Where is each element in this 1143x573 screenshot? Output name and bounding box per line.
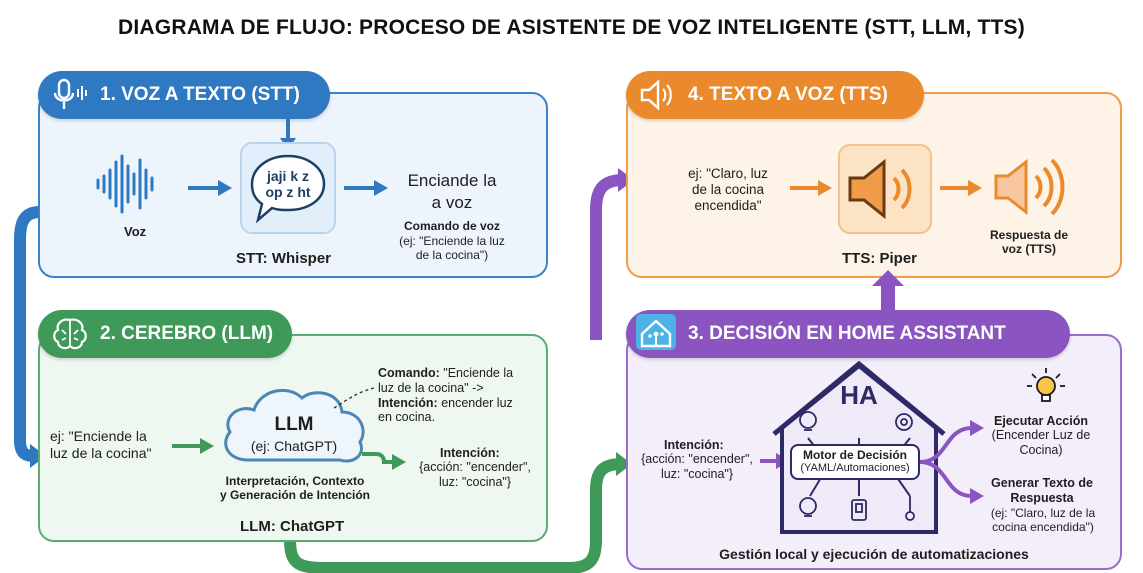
llm-input-line-2: luz de la cocina" (50, 444, 152, 461)
tts-input-line-2: de la cocina (691, 181, 765, 197)
bulb-lit-icon (1027, 368, 1065, 402)
arrow-voice-to-whisper (188, 180, 232, 196)
action-text: (Encender Luz de Cocina) (980, 428, 1102, 458)
cloud-subtitle: (ej: ChatGPT) (250, 438, 338, 454)
stt-output-line-2: a voz (431, 193, 473, 213)
switch-icon (851, 499, 867, 521)
bulb-small-icon (799, 411, 817, 431)
llm-output-title: Intención: (440, 446, 500, 460)
llm-process-line-1: Interpretación, Contexto (225, 474, 365, 488)
llm-output-json: {acción: "encender", luz: "cocina"} (410, 460, 540, 490)
response-title-line-2: Respuesta (1010, 490, 1074, 505)
tts-output-line-1: Respuesta de (989, 228, 1069, 242)
arrow-text-to-piper (790, 180, 832, 196)
piper-speaker-icon (848, 158, 912, 220)
arrow-piper-to-output (940, 180, 982, 196)
tts-header: 4. TEXTO A VOZ (TTS) (626, 71, 924, 119)
intent-text: encender luz (437, 395, 513, 410)
intent-title: Intención: (378, 395, 438, 410)
llm-process-label: Interpretación, Contexto y Generación de… (200, 474, 390, 502)
response-text: (ej: "Claro, luz de la cocina encendida"… (978, 506, 1108, 534)
bulb-bottom-icon (799, 497, 817, 517)
stt-header: 1. VOZ A TEXTO (STT) (38, 71, 330, 119)
microphone-icon (53, 78, 87, 109)
llm-engine-label: LLM: ChatGPT (240, 518, 345, 535)
arrow-llm-to-intent (362, 452, 406, 470)
arrow-ha-to-tts (872, 270, 904, 316)
ha-input-title: Intención: (664, 438, 724, 452)
home-assistant-icon (636, 314, 676, 350)
response-title-line-1: Generar Texto de (991, 476, 1093, 490)
arrow-input-to-llm (172, 438, 214, 454)
stt-engine-label: STT: Whisper (236, 250, 332, 267)
gear-icon (895, 413, 913, 431)
house-label: HA (840, 380, 878, 410)
soundwave-icon (96, 154, 154, 214)
tts-input-line-1: ej: "Claro, luz (688, 166, 768, 181)
llm-input-line-1: ej: "Enciende la (50, 428, 147, 444)
ha-header-label: 3. DECISIÓN EN HOME ASSISTANT (688, 323, 1006, 344)
response-line-2: cocina encendida") (992, 520, 1094, 535)
tts-header-label: 4. TEXTO A VOZ (TTS) (688, 84, 888, 105)
engine-subtitle: (YAML/Automaciones) (800, 462, 910, 474)
cloud-icon (224, 388, 365, 463)
bubble-line-1: jaji k z (266, 168, 310, 184)
command-example: (ej: "Enciende la luz de la cocina") (374, 234, 530, 262)
piper-box (838, 144, 932, 234)
llm-panel (38, 334, 548, 542)
stt-header-label: 1. VOZ A TEXTO (STT) (100, 84, 300, 105)
tts-input-line-3: encendida" (694, 197, 762, 213)
voice-output-speaker-icon (994, 158, 1065, 216)
ha-header: 3. DECISIÓN EN HOME ASSISTANT (626, 310, 1070, 358)
response-line-1: (ej: "Claro, luz de la (990, 506, 1096, 520)
decision-engine-box (790, 444, 920, 480)
llm-command-note: Comando: "Enciende la luz de la cocina" … (378, 366, 538, 425)
intent-text-2: en cocina. (378, 410, 435, 425)
speaker-icon (640, 79, 672, 111)
thermometer-icon (905, 496, 915, 521)
arrow-whisper-to-text (344, 180, 388, 196)
tts-input-example: ej: "Claro, luz de la cocina encendida" (668, 166, 788, 214)
llm-process-line-2: y Generación de Intención (219, 488, 371, 503)
llm-output-line-2: luz: "cocina"} (438, 474, 512, 489)
bubble-text: jaji k z op z ht (252, 168, 324, 200)
voice-label: Voz (124, 224, 147, 239)
ha-input-json: {acción: "encender", luz: "cocina"} (628, 452, 766, 482)
action-line-1: (Encender Luz de (991, 428, 1091, 442)
llm-header-label: 2. CEREBRO (LLM) (100, 323, 274, 344)
llm-header: 2. CEREBRO (LLM) (38, 310, 292, 358)
command-text: "Enciende la (439, 366, 514, 380)
speech-bubble-icon (250, 154, 326, 224)
tts-engine-label: TTS: Piper (842, 250, 918, 267)
ha-footer: Gestión local y ejecución de automatizac… (719, 546, 1029, 562)
stt-output-text: Enciande la a voz (392, 170, 512, 214)
command-label: Comando de voz (403, 219, 500, 233)
stt-output-line-1: Enciande la (407, 171, 497, 190)
brain-icon (53, 318, 87, 350)
command-title: Comando: (378, 366, 440, 380)
response-title: Generar Texto de Respuesta (982, 476, 1102, 506)
tts-output-line-2: voz (TTS) (1002, 242, 1056, 257)
llm-input-example: ej: "Enciende la luz de la cocina" (50, 428, 151, 461)
engine-title: Motor de Decisión (802, 448, 907, 462)
command-example-line-2: de la cocina") (415, 248, 489, 263)
action-line-2: Cocina) (1019, 442, 1063, 457)
diagram-title: DIAGRAMA DE FLUJO: PROCESO DE ASISTENTE … (118, 16, 1025, 39)
tts-output-label: Respuesta de voz (TTS) (974, 228, 1084, 256)
llm-output-line-1: {acción: "encender", (419, 460, 531, 474)
command-example-line-1: (ej: "Enciende la luz (399, 234, 505, 248)
ha-input-line-2: luz: "cocina"} (660, 466, 734, 481)
bubble-line-2: op z ht (265, 184, 311, 201)
cloud-title: LLM (274, 414, 314, 435)
command-text-2: luz de la cocina" -> (378, 380, 484, 395)
action-title: Ejecutar Acción (993, 414, 1088, 428)
ha-input-line-1: {acción: "encender", (641, 452, 753, 466)
